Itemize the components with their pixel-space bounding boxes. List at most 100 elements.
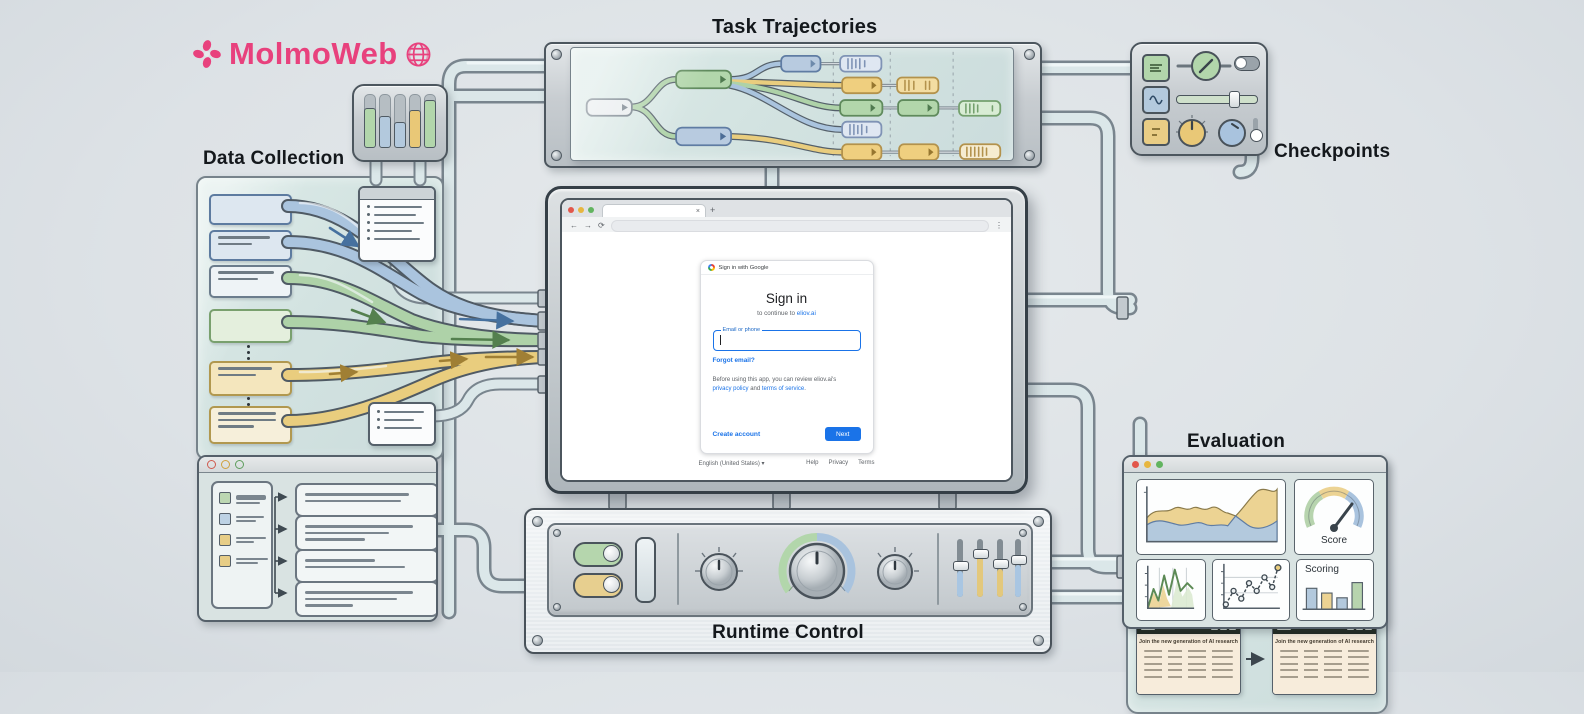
annotation-card[interactable]	[295, 549, 436, 583]
task-swatch-icon	[219, 534, 231, 546]
data-source-node	[209, 361, 292, 396]
signin-subtext: to continue to eliov.ai	[757, 310, 816, 317]
forward-icon[interactable]: →	[584, 221, 592, 230]
google-signin-card: Sign in with Google Sign in to continue …	[699, 260, 874, 454]
data-source-node	[209, 406, 292, 444]
page-content: Sign in with Google Sign in to continue …	[562, 232, 1011, 480]
screw-icon	[1019, 603, 1027, 611]
mini-control-cluster	[1130, 42, 1268, 156]
close-icon[interactable]	[1132, 461, 1139, 468]
mini-knob-blue[interactable]	[1214, 114, 1250, 150]
line-chart	[1144, 565, 1195, 610]
bar-meter-device	[352, 84, 448, 162]
waveform-button[interactable]	[1142, 86, 1170, 114]
annotation-card[interactable]	[295, 515, 436, 551]
bar-chart	[1302, 582, 1366, 610]
clover-icon	[193, 40, 221, 68]
knob-small-right[interactable]	[869, 545, 921, 597]
toggle-switch-green[interactable]	[573, 542, 623, 567]
fader-4[interactable]	[1011, 539, 1027, 597]
globe-icon	[406, 42, 431, 66]
email-field[interactable]: Email or phone	[712, 327, 861, 351]
numbered-list-icon	[1152, 128, 1160, 136]
list-item[interactable]	[219, 534, 266, 546]
data-button[interactable]	[1142, 54, 1170, 82]
knob-small-left[interactable]	[693, 545, 745, 597]
list-item[interactable]	[219, 492, 266, 504]
browser-tab[interactable]: ×	[602, 204, 706, 217]
document-card	[358, 186, 436, 262]
evaluation-window: Score Scoring	[1122, 455, 1388, 629]
fader-2[interactable]	[973, 539, 989, 597]
language-selector[interactable]: English (United States) ▾	[698, 461, 765, 467]
minimize-icon[interactable]	[578, 207, 584, 213]
create-account-link[interactable]: Create account	[712, 430, 761, 438]
score-gauge-icon	[1304, 486, 1364, 532]
data-source-node	[209, 194, 292, 225]
task-swatch-icon	[219, 513, 231, 525]
browser-monitor: × + ← → ⟳ ⋮ Sign in with Google Sign in …	[545, 186, 1028, 494]
forgot-email-link[interactable]: Forgot email?	[712, 357, 755, 364]
line-chart-card	[1136, 559, 1206, 621]
fader-1[interactable]	[953, 539, 969, 597]
data-collection-title: Data Collection	[203, 148, 345, 169]
minimize-icon[interactable]	[1144, 461, 1151, 468]
text-cursor	[719, 335, 721, 345]
tab-strip: × +	[562, 200, 1011, 217]
divider	[677, 533, 679, 605]
logo-text: MolmoWeb	[229, 36, 398, 71]
task-trajectories-title: Task Trajectories	[712, 16, 878, 38]
meter-bar	[394, 122, 406, 148]
knob-large-center[interactable]	[775, 529, 859, 613]
screw-icon	[553, 603, 561, 611]
list-number-button[interactable]	[1142, 118, 1170, 146]
annotation-card[interactable]	[295, 581, 436, 617]
ellipsis-icon	[247, 345, 250, 360]
screw-icon	[551, 49, 562, 60]
privacy-policy-link[interactable]: privacy policy	[712, 386, 749, 393]
level-indicator[interactable]	[635, 537, 656, 603]
app-link[interactable]: eliov.ai	[796, 310, 816, 317]
mini-knob-yellow[interactable]	[1174, 114, 1210, 150]
minimize-icon[interactable]	[221, 460, 230, 469]
menu-icon[interactable]: ⋮	[995, 221, 1003, 230]
zoom-icon[interactable]	[1156, 461, 1163, 468]
new-tab-button[interactable]: +	[710, 205, 716, 215]
list-item[interactable]	[219, 513, 265, 525]
caret-down-icon: ▾	[761, 461, 765, 467]
task-trajectories-panel	[544, 42, 1042, 168]
arrow-right-icon	[1246, 652, 1265, 666]
next-button[interactable]: Next	[824, 427, 861, 441]
address-bar[interactable]	[610, 219, 989, 232]
app-logo: MolmoWeb	[192, 36, 432, 72]
mini-vertical-slider[interactable]	[1250, 118, 1263, 142]
toggle-switch-yellow[interactable]	[573, 573, 623, 598]
reload-icon[interactable]: ⟳	[598, 221, 605, 230]
privacy-link[interactable]: Privacy	[828, 460, 849, 466]
checkpoints-title: Checkpoints	[1274, 141, 1391, 162]
help-link[interactable]: Help	[806, 460, 819, 466]
browser-window: × + ← → ⟳ ⋮ Sign in with Google Sign in …	[560, 198, 1013, 482]
trajectory-glass	[570, 47, 1014, 161]
close-icon[interactable]	[207, 460, 216, 469]
screw-icon	[1033, 516, 1044, 527]
consent-text: Before using this app, you can review el…	[712, 377, 837, 393]
back-icon[interactable]: ←	[570, 221, 578, 230]
close-icon[interactable]	[568, 207, 574, 213]
thumbnail-heading: Join the new generation of AI research	[1139, 639, 1238, 645]
tab-close-icon[interactable]: ×	[695, 207, 700, 215]
area-chart-card	[1136, 479, 1286, 555]
fader-3[interactable]	[993, 539, 1009, 597]
mini-toggle[interactable]	[1234, 56, 1260, 71]
scatter-chart	[1221, 563, 1282, 610]
list-item[interactable]	[219, 555, 268, 567]
terms-link[interactable]: terms of service	[761, 386, 805, 393]
zoom-icon[interactable]	[588, 207, 594, 213]
terms-footer-link[interactable]: Terms	[858, 460, 875, 466]
mini-knob-green[interactable]	[1176, 50, 1232, 82]
meter-bar	[424, 100, 436, 148]
zoom-icon[interactable]	[235, 460, 244, 469]
sine-wave-icon	[1149, 95, 1163, 105]
runtime-control-panel: Runtime Control	[524, 508, 1052, 654]
mini-slider[interactable]	[1176, 91, 1258, 108]
